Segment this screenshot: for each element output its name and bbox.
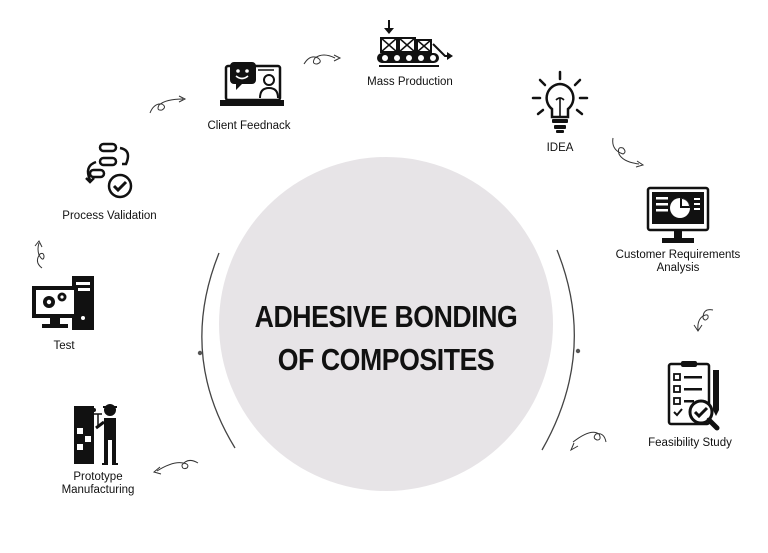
right-arc bbox=[541, 249, 575, 451]
step-label: Feasibility Study bbox=[648, 437, 732, 449]
computer-gears-icon bbox=[32, 276, 94, 330]
step-mass-production: Mass Production bbox=[355, 18, 465, 89]
checklist-magnifier-icon bbox=[667, 361, 720, 431]
swirl-arrow-client bbox=[149, 95, 187, 114]
step-label: Manufacturing bbox=[61, 484, 135, 496]
swirl-arrow-prototype bbox=[152, 459, 199, 475]
left-arc-dot bbox=[197, 350, 203, 356]
step-label: Test bbox=[53, 340, 75, 352]
title-line-1: ADHESIVE BONDING bbox=[254, 299, 518, 334]
analytics-monitor-icon bbox=[646, 186, 710, 243]
video-chat-icon bbox=[220, 62, 284, 106]
lightbulb-icon bbox=[531, 70, 589, 133]
step-client-feedback: Client Feednack bbox=[194, 60, 304, 133]
diagram-title: ADHESIVE BONDING OF COMPOSITES bbox=[242, 295, 529, 381]
worker-machine-icon bbox=[74, 404, 118, 465]
process-check-icon bbox=[84, 142, 132, 199]
step-idea: IDEA bbox=[520, 70, 600, 155]
step-label: Prototype bbox=[73, 471, 123, 483]
right-arc-dot bbox=[575, 348, 581, 354]
swirl-arrow-mass bbox=[303, 54, 342, 65]
title-line-2: OF COMPOSITES bbox=[277, 342, 495, 377]
step-label: IDEA bbox=[546, 142, 574, 154]
step-prototype-manufacturing: Prototype Manufacturing bbox=[48, 400, 148, 497]
conveyor-icon bbox=[377, 20, 453, 67]
swirl-arrow-feasibility bbox=[569, 431, 607, 452]
step-test: Test bbox=[24, 274, 104, 353]
swirl-arrow-customer bbox=[693, 309, 714, 332]
swirl-arrow-process bbox=[34, 240, 45, 269]
step-process-validation: Process Validation bbox=[52, 140, 167, 223]
step-label: Customer Requirements bbox=[615, 249, 741, 261]
step-label: Process Validation bbox=[62, 210, 157, 222]
step-label: Mass Production bbox=[367, 76, 453, 88]
step-feasibility-study: Feasibility Study bbox=[640, 360, 740, 450]
step-customer-requirements: Customer Requirements Analysis bbox=[603, 186, 753, 275]
swirl-arrow-idea bbox=[612, 137, 645, 168]
left-arc bbox=[201, 252, 236, 449]
step-label: Analysis bbox=[656, 262, 700, 274]
center-circle bbox=[219, 157, 553, 491]
step-label: Client Feednack bbox=[207, 120, 291, 132]
